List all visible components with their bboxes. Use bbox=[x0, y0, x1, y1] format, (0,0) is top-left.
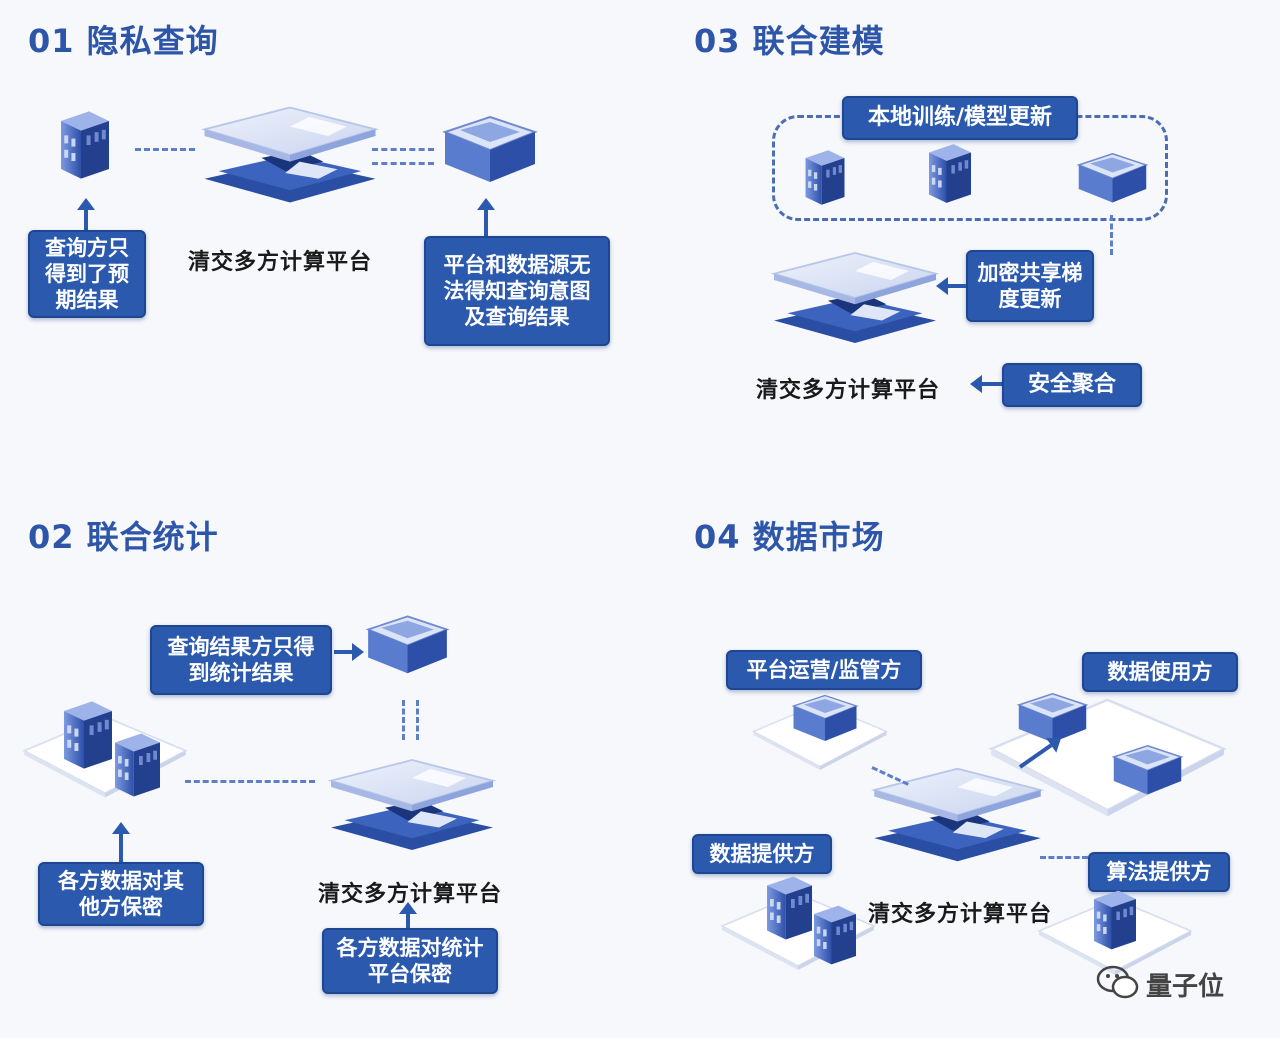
data-source-server-icon bbox=[440, 112, 540, 192]
platform-label: 清交多方计算平台 bbox=[868, 902, 1053, 927]
section-02-title: 02 联合统计 bbox=[28, 518, 219, 556]
mpc-platform-icon bbox=[865, 750, 1050, 880]
result-server-icon bbox=[360, 612, 455, 682]
section-03-title: 03 联合建模 bbox=[694, 22, 885, 60]
mpc-platform-icon bbox=[765, 228, 945, 368]
query-party-building-icon bbox=[45, 100, 125, 190]
data-provider-label: 数据提供方 bbox=[692, 834, 832, 874]
dashed-connector bbox=[416, 700, 419, 740]
participant-server-icon bbox=[1075, 150, 1150, 210]
mpc-platform-icon bbox=[322, 740, 502, 870]
result-party-label: 查询结果方只得到统计结果 bbox=[150, 625, 332, 695]
user-server-icon bbox=[1110, 742, 1185, 802]
algo-tower-icon bbox=[1080, 880, 1150, 960]
dashed-connector bbox=[1040, 856, 1088, 859]
arrow-up-icon bbox=[112, 822, 130, 862]
participant-tower-icon bbox=[915, 136, 985, 211]
algo-provider-label: 算法提供方 bbox=[1088, 852, 1230, 892]
platform-data-source-label: 平台和数据源无法得知查询意图及查询结果 bbox=[424, 236, 610, 346]
operator-building-icon bbox=[790, 690, 860, 750]
dashed-connector bbox=[402, 700, 405, 740]
platform-label: 清交多方计算平台 bbox=[188, 250, 373, 275]
encrypted-gradient-label: 加密共享梯度更新 bbox=[966, 250, 1094, 322]
query-party-label: 查询方只得到了预期结果 bbox=[28, 230, 146, 318]
arrow-up-icon bbox=[399, 902, 417, 928]
dashed-connector bbox=[372, 148, 434, 151]
dashed-connector bbox=[1110, 215, 1113, 255]
operator-label: 平台运营/监管方 bbox=[726, 650, 922, 690]
party-building-icon bbox=[100, 725, 175, 805]
dashed-connector bbox=[372, 162, 434, 165]
platform-label: 清交多方计算平台 bbox=[756, 378, 941, 403]
party-confidential-label: 各方数据对其他方保密 bbox=[38, 862, 204, 926]
wechat-logo-icon bbox=[1096, 965, 1139, 999]
arrow-left-icon bbox=[936, 277, 966, 295]
provider-building-icon bbox=[800, 900, 870, 970]
watermark-text: 量子位 bbox=[1146, 972, 1225, 1002]
mpc-platform-icon bbox=[195, 100, 385, 210]
section-01-title: 01 隐私查询 bbox=[28, 22, 219, 60]
data-user-label: 数据使用方 bbox=[1082, 652, 1238, 692]
participant-building-icon bbox=[790, 145, 860, 210]
arrow-left-icon bbox=[970, 375, 1002, 393]
section-04-title: 04 数据市场 bbox=[694, 518, 885, 556]
platform-confidential-label: 各方数据对统计平台保密 bbox=[322, 928, 498, 994]
secure-aggregation-label: 安全聚合 bbox=[1002, 363, 1142, 407]
arrow-up-icon bbox=[77, 198, 95, 230]
dashed-connector bbox=[185, 780, 315, 783]
dashed-connector bbox=[135, 148, 195, 151]
arrow-up-icon bbox=[477, 198, 495, 236]
local-training-label: 本地训练/模型更新 bbox=[842, 96, 1078, 140]
arrow-right-icon bbox=[334, 643, 364, 661]
